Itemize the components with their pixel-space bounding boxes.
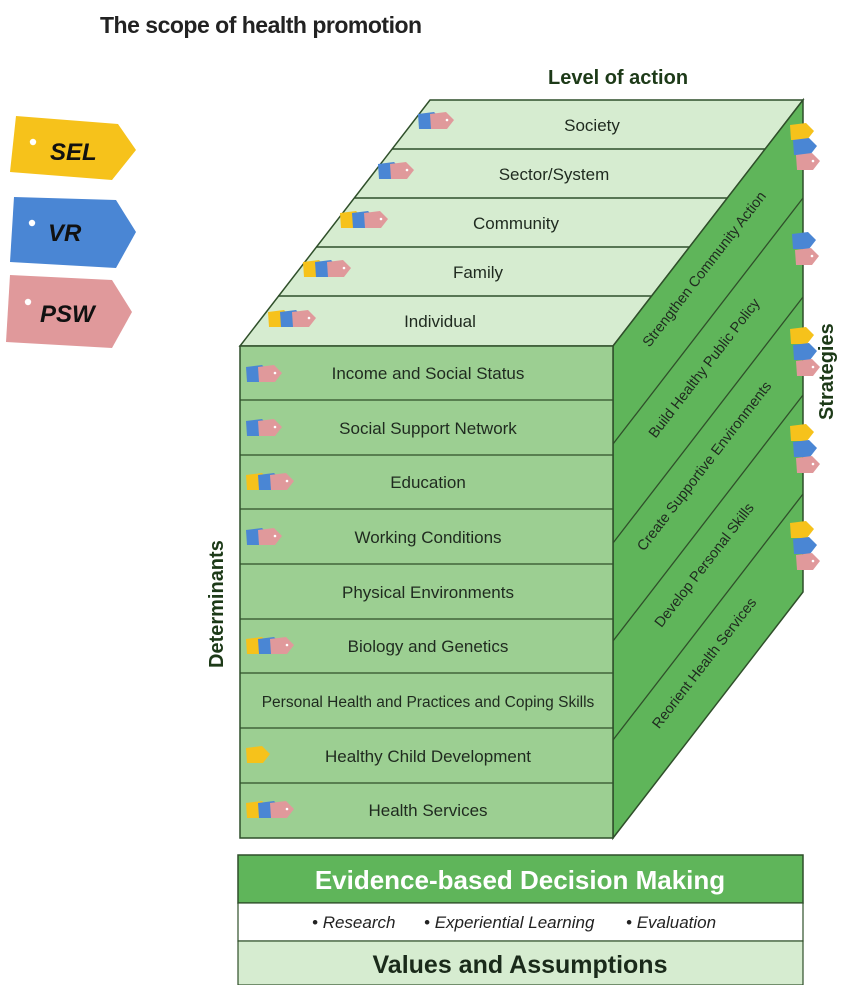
- tags-det-education: [246, 473, 294, 490]
- evidence-heading: Evidence-based Decision Making: [315, 865, 725, 895]
- bullet-experiential-learning: • Experiential Learning: [424, 913, 595, 932]
- level-sector-system: Sector/System: [499, 165, 610, 184]
- values-assumptions: Values and Assumptions: [373, 951, 668, 979]
- bullet-research: • Research: [312, 913, 395, 932]
- determinant-social-support: Social Support Network: [339, 419, 517, 438]
- legend: SEL VR PSW: [6, 116, 136, 348]
- determinant-physical-environments: Physical Environments: [342, 583, 514, 602]
- level-community: Community: [473, 214, 559, 233]
- determinant-education: Education: [390, 473, 466, 492]
- determinant-income: Income and Social Status: [332, 364, 525, 383]
- axis-label-strategies: Strategies: [816, 323, 838, 420]
- base-block: Evidence-based Decision Making • Researc…: [237, 854, 804, 985]
- level-society: Society: [564, 116, 620, 135]
- determinant-biology-genetics: Biology and Genetics: [348, 637, 509, 656]
- level-individual: Individual: [404, 312, 476, 331]
- level-family: Family: [453, 263, 504, 282]
- front-face-determinants: Income and Social Status Social Support …: [239, 345, 614, 839]
- legend-tag-vr: VR: [10, 197, 136, 268]
- legend-label-psw: PSW: [40, 301, 97, 328]
- diagram-title: The scope of health promotion: [100, 12, 422, 38]
- axis-label-determinants: Determinants: [206, 540, 228, 668]
- legend-tag-psw: PSW: [6, 275, 132, 348]
- determinant-personal-health: Personal Health and Practices and Coping…: [262, 694, 595, 711]
- determinant-health-services: Health Services: [368, 801, 487, 820]
- tags-det-health-services: [246, 801, 294, 818]
- tags-level-family: [303, 260, 351, 277]
- determinant-child-development: Healthy Child Development: [325, 747, 531, 766]
- legend-tag-sel: SEL: [10, 116, 136, 180]
- top-face-levels: Society Sector/System Community Family I…: [238, 99, 805, 347]
- tags-strategy-2: [792, 232, 819, 265]
- legend-label-sel: SEL: [50, 139, 97, 166]
- determinant-working-conditions: Working Conditions: [354, 528, 501, 547]
- tags-det-biology: [246, 637, 294, 654]
- tags-level-community: [340, 211, 388, 228]
- axis-label-level: Level of action: [548, 67, 688, 89]
- legend-label-vr: VR: [48, 220, 82, 247]
- bullet-evaluation: • Evaluation: [626, 913, 716, 932]
- tags-level-individual: [268, 310, 316, 327]
